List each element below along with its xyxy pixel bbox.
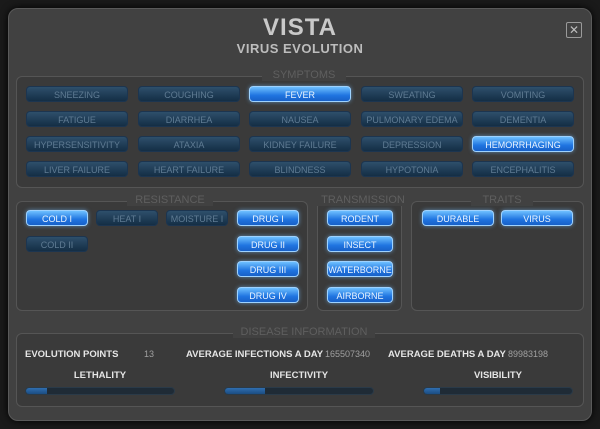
symptom-button-fatigue[interactable]: FATIGUE: [26, 111, 128, 127]
evolution-points-label: EVOLUTION POINTS: [25, 349, 119, 360]
lethality-bar-fill: [26, 388, 47, 394]
symptom-button-hemorrhaging[interactable]: HEMORRHAGING: [472, 136, 574, 152]
transmission-button-rodent[interactable]: RODENT: [327, 210, 393, 226]
disease-info-legend: DISEASE INFORMATION: [233, 326, 375, 338]
symptom-button-ataxia[interactable]: ATAXIA: [138, 136, 240, 152]
trait-button-virus[interactable]: VIRUS: [501, 210, 573, 226]
symptom-button-nausea[interactable]: NAUSEA: [249, 111, 351, 127]
lethality-bar: [25, 387, 175, 395]
resistance-button-drug-iii[interactable]: DRUG III: [237, 261, 299, 277]
infectivity-bar-fill: [225, 388, 265, 394]
resistance-button-moisture-i[interactable]: MOISTURE I: [166, 210, 228, 226]
evolution-points-value: 13: [144, 349, 155, 359]
symptom-button-coughing[interactable]: COUGHING: [138, 86, 240, 102]
window-title: VISTA: [263, 14, 337, 41]
infectivity-bar: [224, 387, 374, 395]
lethality-label: LETHALITY: [73, 370, 127, 381]
symptom-button-hypotonia[interactable]: HYPOTONIA: [361, 161, 463, 177]
symptom-button-heart-failure[interactable]: HEART FAILURE: [138, 161, 240, 177]
symptoms-legend: SYMPTOMS: [262, 69, 346, 81]
visibility-bar: [423, 387, 573, 395]
window-subtitle: VIRUS EVOLUTION: [236, 41, 364, 56]
resistance-button-drug-i[interactable]: DRUG I: [237, 210, 299, 226]
symptom-button-kidney-failure[interactable]: KIDNEY FAILURE: [249, 136, 351, 152]
symptom-button-liver-failure[interactable]: LIVER FAILURE: [26, 161, 128, 177]
symptom-button-fever[interactable]: FEVER: [249, 86, 351, 102]
avg-infections-value: 165507340: [325, 349, 371, 359]
symptom-button-hypersensitivity[interactable]: HYPERSENSITIVITY: [26, 136, 128, 152]
symptom-button-diarrhea[interactable]: DIARRHEA: [138, 111, 240, 127]
symptom-button-pulmonary-edema[interactable]: PULMONARY EDEMA: [361, 111, 463, 127]
symptom-button-sweating[interactable]: SWEATING: [361, 86, 463, 102]
symptom-button-depression[interactable]: DEPRESSION: [361, 136, 463, 152]
visibility-label: VISIBILITY: [473, 370, 523, 381]
trait-button-durable[interactable]: DURABLE: [422, 210, 494, 226]
close-icon[interactable]: ✕: [566, 22, 582, 38]
infectivity-label: INFECTIVITY: [269, 370, 329, 381]
resistance-button-cold-ii[interactable]: COLD II: [26, 236, 88, 252]
resistance-button-heat-i[interactable]: HEAT I: [96, 210, 158, 226]
symptom-button-vomiting[interactable]: VOMITING: [472, 86, 574, 102]
resistance-button-drug-iv[interactable]: DRUG IV: [237, 287, 299, 303]
resistance-button-drug-ii[interactable]: DRUG II: [237, 236, 299, 252]
avg-deaths-label: AVERAGE DEATHS A DAY: [388, 349, 506, 360]
transmission-button-insect[interactable]: INSECT: [327, 236, 393, 252]
symptom-button-blindness[interactable]: BLINDNESS: [249, 161, 351, 177]
transmission-button-airborne[interactable]: AIRBORNE: [327, 287, 393, 303]
transmission-legend: TRANSMISSION: [314, 194, 412, 206]
transmission-button-waterborne[interactable]: WATERBORNE: [327, 261, 393, 277]
symptom-button-dementia[interactable]: DEMENTIA: [472, 111, 574, 127]
traits-legend: TRAITS: [471, 194, 533, 206]
avg-infections-label: AVERAGE INFECTIONS A DAY: [186, 349, 324, 360]
resistance-button-cold-i[interactable]: COLD I: [26, 210, 88, 226]
avg-deaths-value: 89983198: [508, 349, 549, 359]
symptom-button-sneezing[interactable]: SNEEZING: [26, 86, 128, 102]
resistance-legend: RESISTANCE: [127, 194, 213, 206]
visibility-bar-fill: [424, 388, 441, 394]
symptom-button-encephalitis[interactable]: ENCEPHALITIS: [472, 161, 574, 177]
